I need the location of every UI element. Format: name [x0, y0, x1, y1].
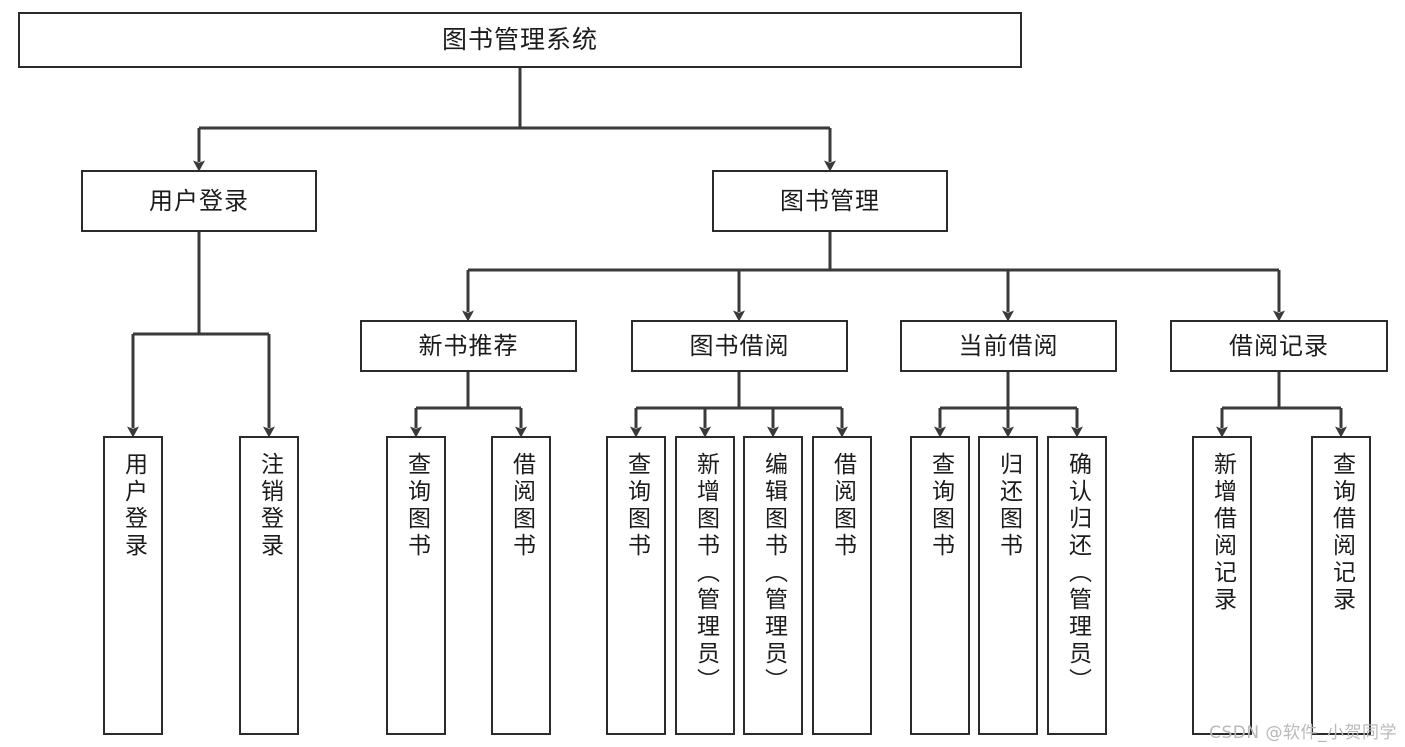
node-current-borrow-label: 当前借阅 [958, 331, 1059, 360]
node-book-management[interactable]: 图书管理 [712, 170, 948, 232]
node-leaf-query-book-3-label: 查询图书 [927, 452, 954, 560]
node-root[interactable]: 图书管理系统 [18, 12, 1022, 68]
node-book-borrow[interactable]: 图书借阅 [631, 320, 848, 372]
node-leaf-logout-login-label: 注销登录 [256, 452, 283, 560]
node-user-login[interactable]: 用户登录 [81, 170, 317, 232]
node-leaf-query-record[interactable]: 查询借阅记录 [1311, 436, 1371, 735]
node-borrow-record-label: 借阅记录 [1229, 331, 1329, 360]
csdn-watermark: CSDN @软件_小贺同学 [1209, 723, 1397, 743]
node-leaf-query-book-3[interactable]: 查询图书 [910, 436, 970, 735]
node-user-login-label: 用户登录 [149, 186, 249, 215]
node-leaf-logout-login[interactable]: 注销登录 [239, 436, 299, 735]
node-leaf-borrow-book-2[interactable]: 借阅图书 [812, 436, 872, 735]
node-leaf-user-login[interactable]: 用户登录 [103, 436, 163, 735]
node-leaf-user-login-label: 用户登录 [120, 452, 147, 560]
node-leaf-add-record[interactable]: 新增借阅记录 [1192, 436, 1252, 735]
node-borrow-record[interactable]: 借阅记录 [1170, 320, 1388, 372]
node-leaf-confirm-return-label: 确认归还（管理员） [1064, 452, 1091, 695]
node-leaf-confirm-return[interactable]: 确认归还（管理员） [1047, 436, 1107, 735]
node-book-management-label: 图书管理 [780, 186, 880, 215]
node-leaf-return-book[interactable]: 归还图书 [978, 436, 1038, 735]
node-leaf-edit-book[interactable]: 编辑图书（管理员） [743, 436, 803, 735]
node-leaf-query-book-1[interactable]: 查询图书 [386, 436, 446, 735]
node-current-borrow[interactable]: 当前借阅 [900, 320, 1117, 372]
node-leaf-add-record-label: 新增借阅记录 [1209, 452, 1236, 614]
node-leaf-add-book[interactable]: 新增图书（管理员） [675, 436, 735, 735]
node-leaf-borrow-book-1[interactable]: 借阅图书 [491, 436, 551, 735]
node-new-book-recommend[interactable]: 新书推荐 [360, 320, 577, 372]
node-leaf-add-book-label: 新增图书（管理员） [692, 452, 719, 695]
node-leaf-borrow-book-2-label: 借阅图书 [829, 452, 856, 560]
node-leaf-borrow-book-1-label: 借阅图书 [508, 452, 535, 560]
node-leaf-edit-book-label: 编辑图书（管理员） [760, 452, 787, 695]
node-leaf-return-book-label: 归还图书 [995, 452, 1022, 560]
node-book-borrow-label: 图书借阅 [689, 331, 790, 360]
node-root-label: 图书管理系统 [441, 25, 598, 55]
node-new-book-recommend-label: 新书推荐 [418, 331, 519, 360]
node-leaf-query-book-2-label: 查询图书 [623, 452, 650, 560]
node-leaf-query-record-label: 查询借阅记录 [1328, 452, 1355, 614]
node-leaf-query-book-2[interactable]: 查询图书 [606, 436, 666, 735]
node-leaf-query-book-1-label: 查询图书 [403, 452, 430, 560]
